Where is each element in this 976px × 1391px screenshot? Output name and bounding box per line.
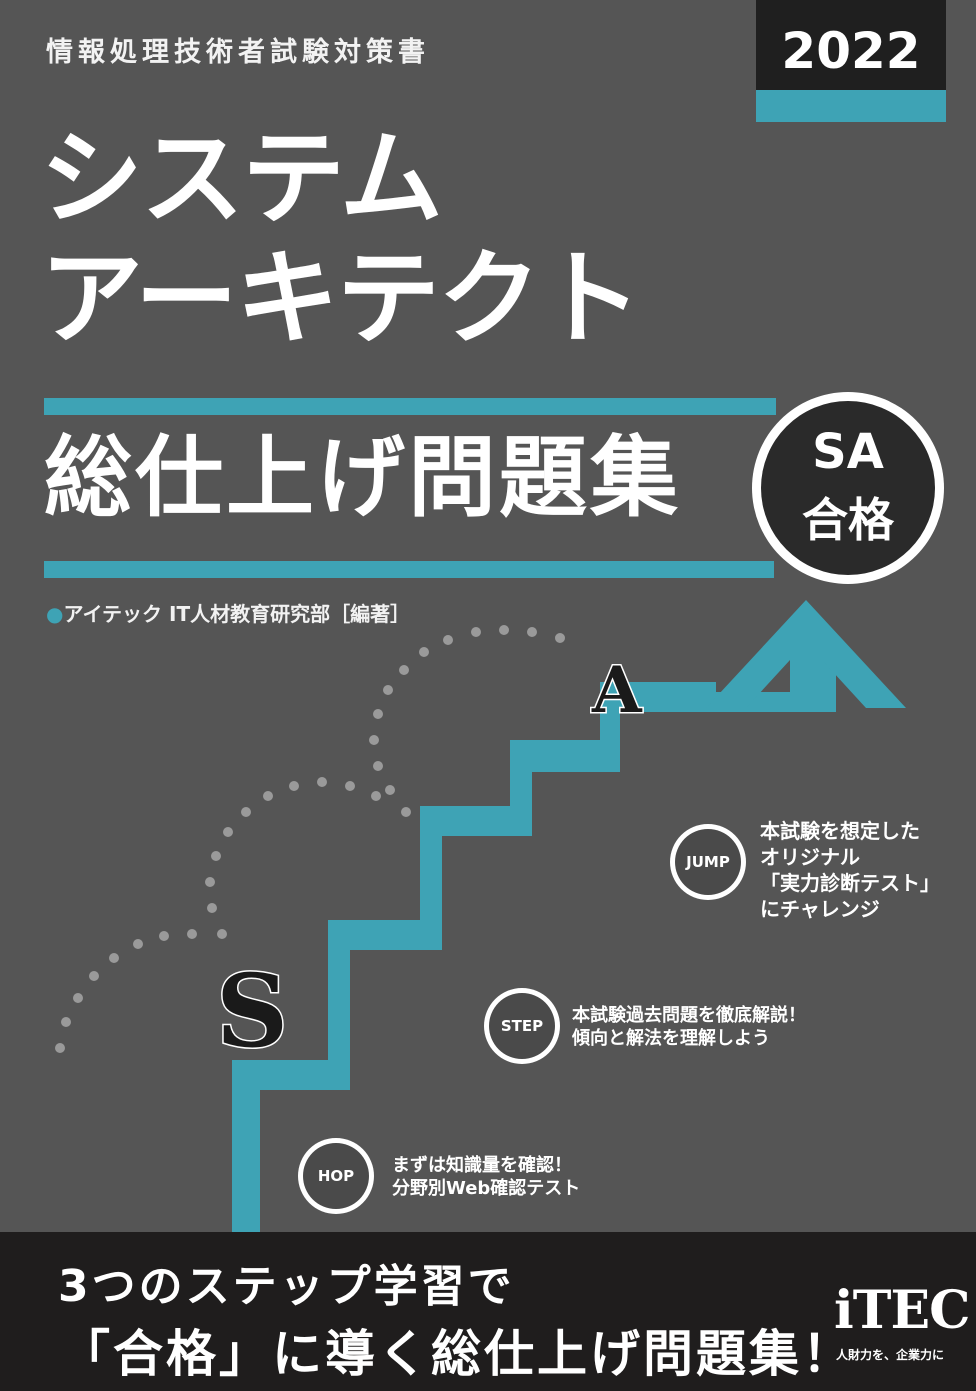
badge-line-1: SA xyxy=(812,424,884,480)
step-badge: STEP xyxy=(484,988,560,1064)
badge-line-2: 合格 xyxy=(802,493,894,547)
title-line-2: アーキテクト xyxy=(40,239,642,359)
jump-description: 本試験を想定した オリジナル 「実力診断テスト」 にチャレンジ xyxy=(760,818,940,922)
dotted-path xyxy=(55,625,565,1053)
accent-bar-top xyxy=(44,398,776,415)
hop-line-1: まずは知識量を確認！ xyxy=(392,1155,572,1176)
footer-band xyxy=(0,1232,976,1391)
tagline-line-1: 3つのステップ学習で xyxy=(58,1261,515,1312)
tagline-line-2: 「合格」に導く総仕上げ問題集！ xyxy=(60,1325,855,1383)
hop-badge: HOP xyxy=(298,1138,374,1214)
jump-badge: JUMP xyxy=(670,824,746,900)
subtitle: 総仕上げ問題集 xyxy=(44,426,682,529)
accent-bar-bottom xyxy=(44,561,774,578)
year-label: 2022 xyxy=(781,22,921,80)
jump-line-2: オリジナル xyxy=(760,845,860,869)
step-line-2: 傾向と解法を理解しよう xyxy=(572,1028,770,1050)
step-description: 本試験過去問題を徹底解説！ 傾向と解法を理解しよう xyxy=(572,1004,806,1051)
author-credit: ●アイテック IT人材教育研究部［編著］ xyxy=(46,598,410,627)
jump-label: JUMP xyxy=(675,829,741,895)
staircase-band xyxy=(232,650,836,1232)
author-text: アイテック IT人材教育研究部［編著］ xyxy=(63,602,411,626)
year-box: 2022 xyxy=(756,0,946,122)
jump-line-4: にチャレンジ xyxy=(760,897,880,921)
publisher-logo: iTEC xyxy=(834,1280,970,1341)
jump-line-3: 「実力診断テスト」 xyxy=(760,871,940,895)
letter-s-character: S xyxy=(216,952,288,1070)
letter-a-character: A xyxy=(591,653,643,728)
publisher-slogan: 人財力を、企業力に xyxy=(836,1348,945,1362)
arrow-up-icon xyxy=(706,600,906,712)
title-line-1: システム xyxy=(40,119,443,239)
staircase-illustration: A S xyxy=(55,600,906,1232)
step-label: STEP xyxy=(489,993,555,1059)
hop-label: HOP xyxy=(303,1143,369,1209)
series-label: 情報処理技術者試験対策書 xyxy=(46,37,430,68)
step-line-1: 本試験過去問題を徹底解説！ xyxy=(572,1005,806,1026)
bullet-icon: ● xyxy=(46,602,64,626)
sa-badge: SA 合格 xyxy=(752,392,944,584)
jump-line-1: 本試験を想定した xyxy=(760,819,920,843)
hop-description: まずは知識量を確認！ 分野別Web確認テスト xyxy=(392,1154,580,1201)
hop-line-2: 分野別Web確認テスト xyxy=(392,1178,581,1200)
